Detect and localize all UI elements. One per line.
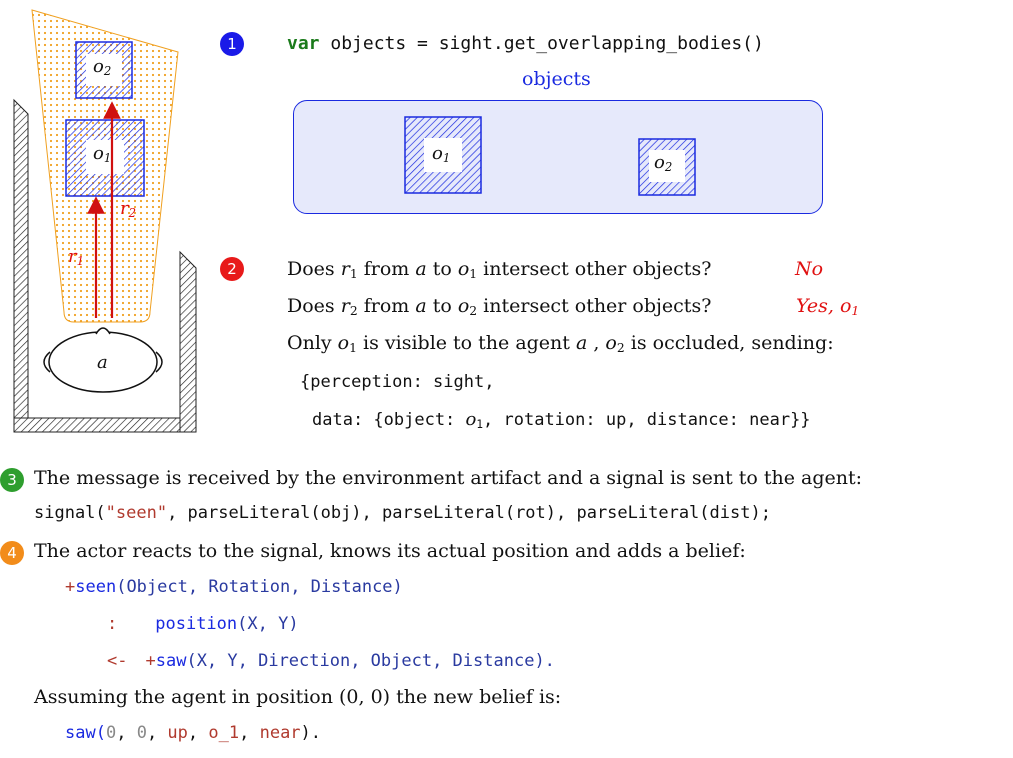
label-o2: o2 — [93, 56, 112, 78]
step4-rule-line3: <-+saw(X, Y, Direction, Object, Distance… — [107, 651, 555, 671]
objects-title: objects — [522, 68, 591, 90]
step2-message-line1: {perception: sight, — [300, 372, 495, 392]
step3-badge: 3 — [0, 468, 24, 492]
step3-text: The message is received by the environme… — [34, 467, 863, 489]
step4-text: The actor reacts to the signal, knows it… — [34, 540, 746, 562]
step1-badge: 1 — [220, 32, 244, 56]
step2-answer1: No — [795, 258, 824, 280]
step3-code: signal("seen", parseLiteral(obj), parseL… — [34, 503, 771, 523]
step4-rule-line2: :position(X, Y) — [107, 614, 299, 634]
step4-badge: 4 — [0, 541, 24, 565]
step2-visibility: Only o1 is visible to the agent a , o2 i… — [287, 332, 834, 356]
step2-badge: 2 — [220, 257, 244, 281]
label-agent: a — [97, 352, 108, 373]
step2-message-line2: data: {object: o1, rotation: up, distanc… — [312, 409, 811, 431]
objects-o1-label: o1 — [432, 143, 451, 165]
objects-container — [293, 100, 823, 214]
object-o2-box — [75, 41, 133, 99]
objects-o1-box — [404, 116, 482, 194]
step4-belief: saw(0, 0, up, o_1, near). — [65, 723, 322, 743]
step1-code: var objects = sight.get_overlapping_bodi… — [287, 33, 764, 54]
step2-question1: Does r1 from a to o1 intersect other obj… — [287, 258, 712, 282]
right-wall — [179, 250, 197, 433]
step2-answer2: Yes, o1 — [796, 295, 860, 319]
objects-o2-label: o2 — [654, 152, 673, 174]
step2-question2: Does r2 from a to o2 intersect other obj… — [287, 295, 712, 319]
scene-diagram — [13, 9, 197, 433]
step4-rule-line1: +seen(Object, Rotation, Distance) — [65, 577, 403, 597]
label-r2: r2 — [120, 198, 137, 220]
step4-assumption: Assuming the agent in position (0, 0) th… — [34, 686, 562, 708]
left-wall — [13, 98, 29, 419]
label-o1: o1 — [93, 143, 112, 165]
objects-o2-box — [638, 138, 696, 196]
floor-wall — [13, 417, 181, 433]
label-r1: r1 — [68, 246, 85, 268]
